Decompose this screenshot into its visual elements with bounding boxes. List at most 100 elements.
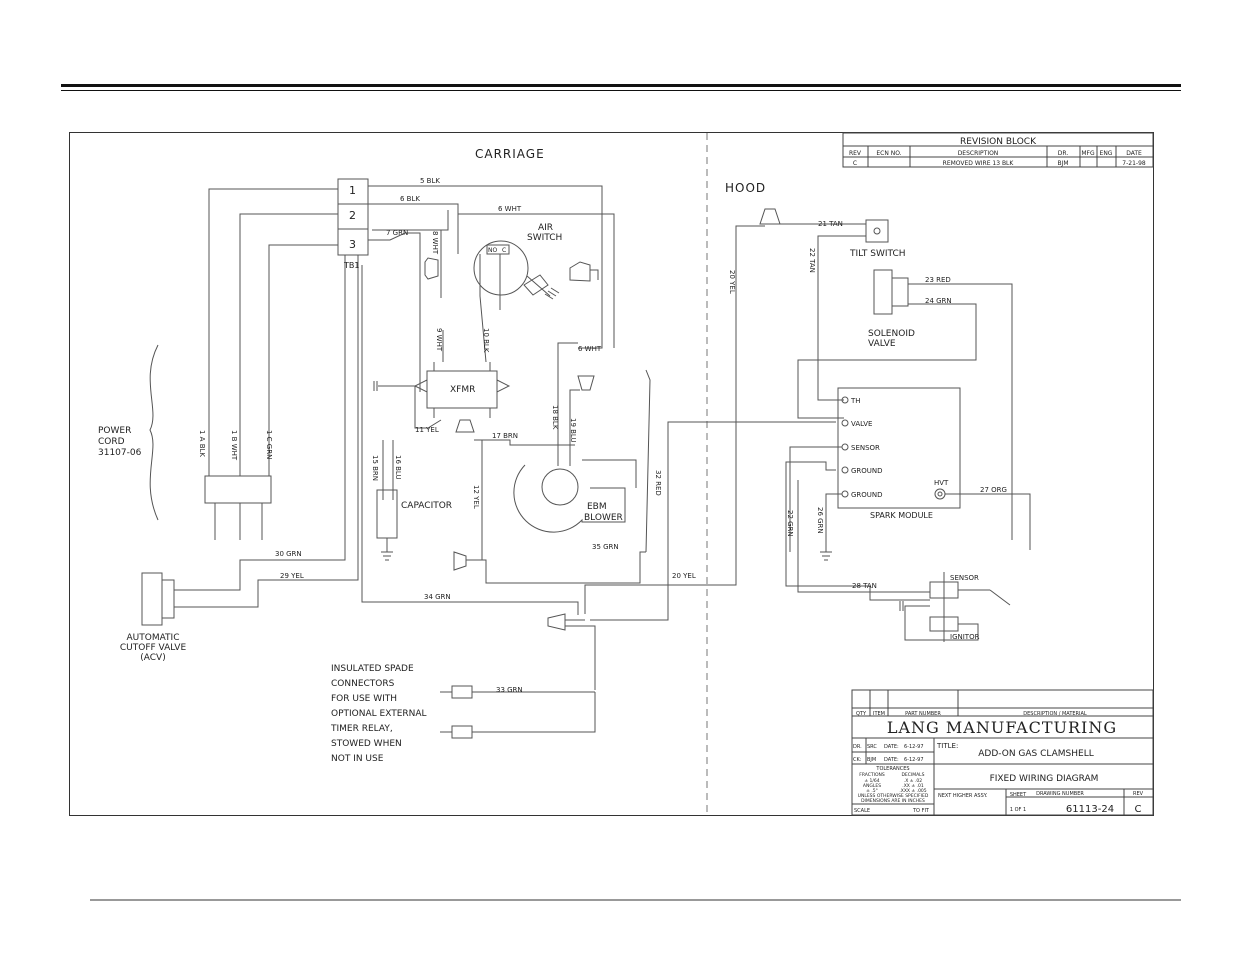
- air-switch-label-2: SWITCH: [527, 233, 562, 243]
- ebm-label: EBM: [587, 502, 607, 512]
- tb-dr-val: SRC: [867, 744, 877, 750]
- wire-16-blu: 16 BLU: [394, 455, 402, 480]
- ignitor-label: IGNITOR: [950, 633, 980, 641]
- tb-header-item: ITEM: [873, 711, 885, 717]
- rev-header-date: DATE: [1126, 150, 1142, 157]
- power-cord-label-3: 31107-06: [98, 448, 142, 458]
- wire-33-grn: 33 GRN: [496, 686, 523, 694]
- tb1-terminal-1: 1: [349, 184, 356, 197]
- wire-23-red: 23 RED: [925, 276, 951, 284]
- spark-terminal-ground-2: GROUND: [851, 491, 883, 499]
- blower-label: BLOWER: [584, 513, 623, 523]
- tb-ck-val: BJM: [867, 757, 876, 763]
- drawing-frame: [69, 132, 1154, 816]
- wire-29-yel: 29 YEL: [280, 572, 304, 580]
- rev-header-ecn: ECN NO.: [876, 150, 901, 157]
- wire-17-brn: 17 BRN: [492, 432, 518, 440]
- wire-6-blk: 6 BLK: [400, 195, 420, 203]
- air-switch-no: NO: [488, 247, 497, 254]
- wire-10-blk: 10 BLK: [482, 328, 490, 353]
- wire-20-yel-a: 20 YEL: [672, 572, 696, 580]
- company-name: LANG MANUFACTURING: [887, 718, 1117, 737]
- wire-11-yel: 11 YEL: [415, 426, 439, 434]
- hood-label: HOOD: [725, 181, 766, 195]
- power-cord-label-2: CORD: [98, 437, 125, 447]
- note-line-7: NOT IN USE: [331, 754, 384, 764]
- spark-terminal-th: TH: [850, 397, 861, 405]
- tb-tol-frac-val: ± 1/64: [864, 778, 879, 784]
- tb-header-qty: QTY: [856, 711, 867, 717]
- wire-21-tan: 21 TAN: [818, 220, 843, 228]
- sensor-label: SENSOR: [950, 574, 979, 582]
- tb1-terminal-3: 3: [349, 238, 356, 251]
- carriage-wires: [141, 178, 836, 739]
- tb-unless-2: DIMENSIONS ARE IN INCHES: [861, 798, 925, 804]
- wire-18-blk: 18 BLK: [551, 405, 559, 430]
- tilt-switch-label: TILT SWITCH: [849, 249, 906, 259]
- wire-9-wht: 9 WHT: [435, 328, 443, 352]
- tb-ck: CK:: [853, 757, 862, 763]
- tb-title-2: FIXED WIRING DIAGRAM: [990, 774, 1099, 784]
- rev-header-eng: ENG: [1100, 150, 1113, 157]
- tb-title-label: TITLE:: [936, 742, 958, 750]
- note-line-4: OPTIONAL EXTERNAL: [331, 709, 427, 719]
- tb-rev-label: REV: [1133, 791, 1144, 797]
- carriage-label: CARRIAGE: [475, 147, 545, 161]
- rev-row-rev: C: [853, 160, 857, 167]
- wire-34-grn: 34 GRN: [424, 593, 451, 601]
- note-line-3: FOR USE WITH: [331, 694, 397, 704]
- spark-terminal-ground-1: GROUND: [851, 467, 883, 475]
- tb-next-assy: NEXT HIGHER ASSY.: [938, 793, 988, 799]
- rev-header-desc: DESCRIPTION: [958, 150, 999, 157]
- note-line-5: TIMER RELAY,: [330, 724, 393, 734]
- rev-row-date: 7-21-98: [1122, 160, 1146, 167]
- tb-rev-val: C: [1135, 804, 1142, 815]
- air-switch-c: C: [502, 247, 506, 254]
- tb-sheet: SHEET: [1010, 792, 1027, 798]
- rev-row-dr: BJM: [1057, 160, 1068, 167]
- acv-label-2: CUTOFF VALVE: [120, 643, 187, 653]
- title-block: [851, 689, 1154, 816]
- note-line-2: CONNECTORS: [331, 679, 395, 689]
- wire-1c-grn: 1 C GRN: [265, 430, 273, 459]
- tb-header-desc: DESCRIPTION / MATERIAL: [1023, 711, 1087, 717]
- note-line-6: STOWED WHEN: [331, 739, 402, 749]
- tb-tol-fractions: FRACTIONS: [859, 772, 885, 778]
- wire-35-grn: 35 GRN: [592, 543, 619, 551]
- revision-block: [842, 132, 1154, 168]
- tb-unless-1: UNLESS OTHERWISE SPECIFIED: [858, 793, 929, 799]
- tb-dr-date: 6-12-97: [904, 744, 924, 750]
- spark-terminal-sensor: SENSOR: [851, 444, 880, 452]
- tb-dr-date-label: DATE:: [884, 744, 899, 750]
- tb-tol-angles: ANGLES: [863, 783, 881, 789]
- wire-32-red: 32 RED: [654, 470, 662, 496]
- rev-header-mfg: MFG: [1081, 150, 1095, 157]
- wire-1b-wht: 1 B WHT: [230, 430, 238, 461]
- tb1-terminal-2: 2: [349, 209, 356, 222]
- tb-dwg-label: DRAWING NUMBER: [1036, 791, 1084, 797]
- tb-tol-ang-val: ± .5°: [866, 788, 878, 794]
- tb-sheet-val: 1 OF 1: [1010, 807, 1026, 813]
- valve-label: VALVE: [868, 339, 896, 349]
- power-cord-label-1: POWER: [98, 426, 131, 436]
- revision-block-title: REVISION BLOCK: [960, 137, 1037, 147]
- tb-dwg-no: 61113-24: [1066, 804, 1114, 815]
- air-switch-label-1: AIR: [538, 223, 553, 233]
- tb-tol-dec-3: .XXX ± .005: [899, 788, 926, 794]
- wire-20-yel-b: 20 YEL: [728, 270, 736, 294]
- wire-26-grn: 26 GRN: [816, 507, 824, 534]
- footer-rule: [90, 899, 1181, 901]
- wire-28-tan: 28 TAN: [852, 582, 877, 590]
- rev-header-rev: REV: [849, 150, 862, 157]
- wire-30-grn: 30 GRN: [275, 550, 302, 558]
- wire-15-brn: 15 BRN: [371, 455, 379, 481]
- wire-5-blk: 5 BLK: [420, 177, 440, 185]
- wire-1a-blk: 1 A BLK: [198, 430, 206, 457]
- tb-header-part: PART NUMBER: [905, 711, 941, 717]
- hood-wires: [780, 219, 1031, 642]
- tb-tol-dec-1: .X ± .02: [904, 778, 922, 784]
- spark-terminal-valve: VALVE: [851, 420, 872, 428]
- tb-tolerances: TOLERANCES: [875, 766, 909, 772]
- xfmr-label: XFMR: [450, 385, 475, 395]
- tb-tol-decimals: DECIMALS: [901, 772, 924, 778]
